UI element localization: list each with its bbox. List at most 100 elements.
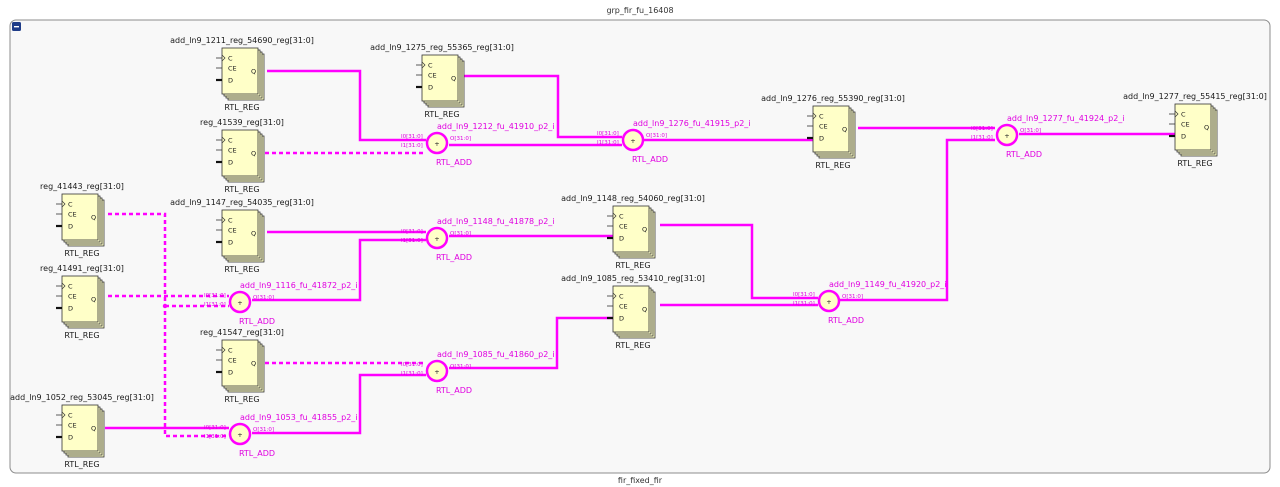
adders-layer: add_ln9_1212_fu_41910_p2_iI0[31:0]I1[31:…: [204, 114, 1125, 458]
register-type: RTL_REG: [424, 110, 459, 119]
adder-a1276[interactable]: add_ln9_1276_fu_41915_p2_iI0[31:0]I1[31:…: [597, 119, 751, 164]
register-body: [221, 339, 259, 387]
clock-marker-icon: [61, 282, 66, 290]
port-q: Q: [91, 214, 96, 222]
port-d: D: [228, 159, 233, 167]
port-d: D: [68, 434, 73, 442]
adder-name: add_ln9_1148_fu_41878_p2_i: [437, 217, 555, 226]
group-footer: fir_fixed_fir: [618, 476, 663, 485]
clock-marker-icon: [221, 216, 226, 224]
register-body: [61, 404, 99, 452]
adder-body: [425, 359, 449, 383]
adder-a1149[interactable]: add_ln9_1149_fu_41920_p2_iI0[31:0]I1[31:…: [793, 280, 947, 325]
adder-a1053[interactable]: add_ln9_1053_fu_41855_p2_iI0[31:0]I1[31:…: [204, 413, 358, 458]
port-ce: CE: [68, 293, 77, 301]
adder-a1116[interactable]: add_ln9_1116_fu_41872_p2_iI0[31:0]I1[31:…: [204, 281, 358, 326]
port-q: Q: [251, 150, 256, 158]
clock-marker-icon: [221, 54, 226, 62]
plus-icon: +: [826, 298, 831, 306]
net-r1211-a1212: [267, 69, 426, 142]
register-name: reg_41491_reg[31:0]: [40, 264, 124, 273]
adder-body: [425, 226, 449, 250]
clock-marker-icon: [61, 411, 66, 419]
register-body: [61, 193, 99, 241]
pin-i0: I0[31:0]: [793, 292, 815, 298]
port-q: Q: [642, 306, 647, 314]
port-ce: CE: [68, 422, 77, 430]
net-a1053-a1085: [252, 373, 426, 435]
adder-type: RTL_ADD: [239, 449, 275, 458]
register-body: [612, 285, 650, 333]
adder-type: RTL_ADD: [1006, 150, 1042, 159]
port-d: D: [68, 305, 73, 313]
pin-i1: I1[31:0]: [401, 238, 423, 244]
port-d: D: [819, 135, 824, 143]
register-body: [221, 129, 259, 177]
port-c: C: [228, 217, 233, 225]
port-d: D: [1181, 133, 1186, 141]
adder-a1277[interactable]: add_ln9_1277_fu_41924_p2_iI0[31:0]I1[31:…: [971, 114, 1125, 159]
adder-a1148[interactable]: add_ln9_1148_fu_41878_p2_iI0[31:0]I1[31:…: [401, 217, 555, 262]
port-ce: CE: [228, 147, 237, 155]
clock-marker-icon: [612, 212, 617, 220]
clock-marker-icon: [612, 292, 617, 300]
port-d: D: [228, 77, 233, 85]
adder-body: [425, 131, 449, 155]
nets[interactable]: [105, 69, 1175, 435]
register-name: add_ln9_1276_reg_55390_reg[31:0]: [761, 94, 905, 103]
clock-marker-icon: [61, 200, 66, 208]
port-q: Q: [842, 126, 847, 134]
port-q: Q: [451, 75, 456, 83]
pin-i0: I0[31:0]: [204, 425, 226, 431]
adder-body: [817, 289, 841, 313]
minus-icon[interactable]: [12, 22, 21, 31]
pin-i1: I1[31:0]: [793, 301, 815, 307]
port-ce: CE: [228, 65, 237, 73]
register-name: add_ln9_1148_reg_54060_reg[31:0]: [561, 194, 705, 203]
group-title: grp_fir_fu_16408: [606, 6, 673, 15]
port-ce: CE: [228, 227, 237, 235]
adder-body: [621, 128, 645, 152]
port-ce: CE: [1181, 121, 1190, 129]
port-c: C: [68, 283, 73, 291]
clock-marker-icon: [812, 112, 817, 120]
port-c: C: [619, 213, 624, 221]
adder-name: add_ln9_1212_fu_41910_p2_i: [437, 122, 555, 131]
adder-a1212[interactable]: add_ln9_1212_fu_41910_p2_iI0[31:0]I1[31:…: [401, 122, 555, 167]
dashed-nets[interactable]: [108, 151, 426, 438]
register-type: RTL_REG: [224, 185, 259, 194]
pin-i0: I0[31:0]: [971, 126, 993, 132]
register-type: RTL_REG: [1177, 159, 1212, 168]
adder-name: add_ln9_1053_fu_41855_p2_i: [240, 413, 358, 422]
port-c: C: [619, 293, 624, 301]
register-name: add_ln9_1277_reg_55415_reg[31:0]: [1123, 92, 1267, 101]
register-type: RTL_REG: [64, 249, 99, 258]
net-a1085-r1085: [449, 316, 613, 370]
port-q: Q: [1204, 124, 1209, 132]
register-name: reg_41539_reg[31:0]: [200, 118, 284, 127]
pin-i0: I0[31:0]: [204, 293, 226, 299]
register-name: add_ln9_1147_reg_54035_reg[31:0]: [170, 198, 314, 207]
adder-a1085[interactable]: add_ln9_1085_fu_41860_p2_iI0[31:0]I1[31:…: [401, 350, 555, 395]
register-body: [1174, 103, 1212, 151]
port-d: D: [619, 235, 624, 243]
plus-icon: +: [434, 368, 439, 376]
adder-type: RTL_ADD: [436, 158, 472, 167]
adder-type: RTL_ADD: [436, 386, 472, 395]
register-type: RTL_REG: [224, 395, 259, 404]
port-q: Q: [251, 230, 256, 238]
pin-o: O[31:0]: [842, 294, 863, 300]
